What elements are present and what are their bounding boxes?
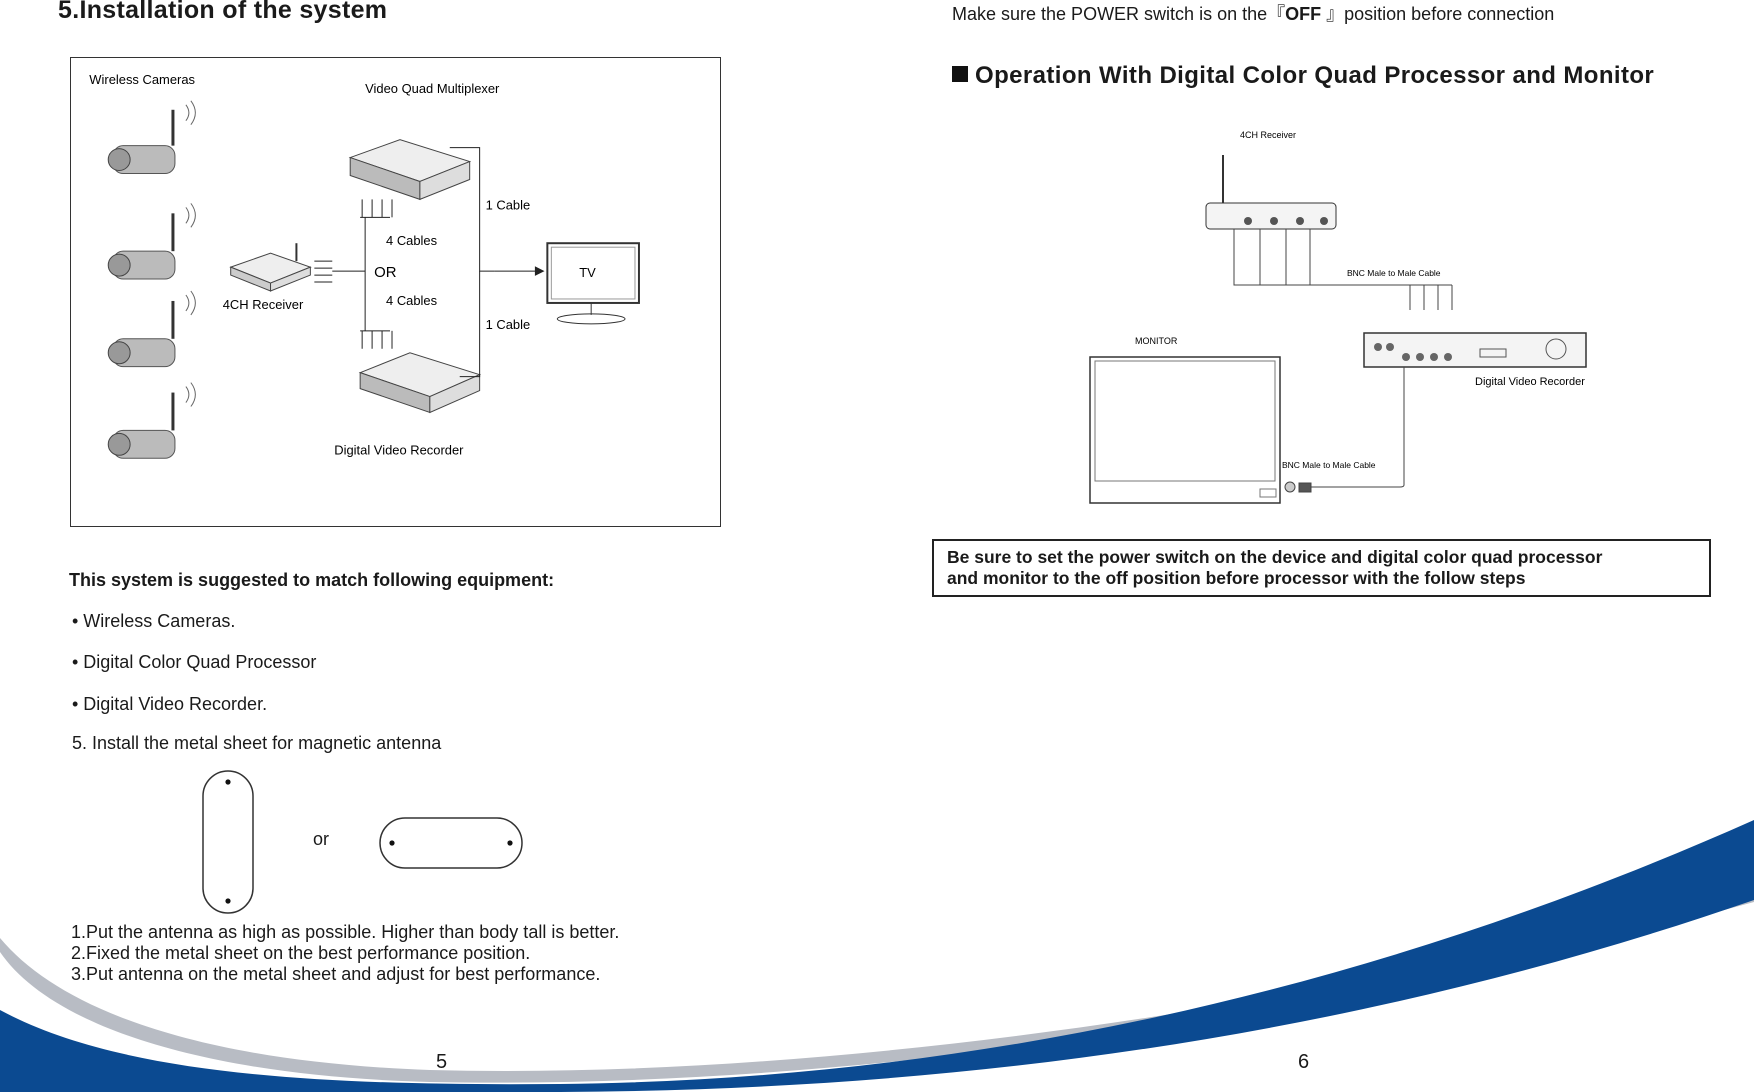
label-4ch-receiver: 4CH Receiver bbox=[223, 297, 304, 312]
label-video-quad-multiplexer: Video Quad Multiplexer bbox=[365, 81, 500, 96]
page-title-installation: 5.Installation of the system bbox=[58, 0, 388, 24]
label-dvr: Digital Video Recorder bbox=[1475, 376, 1585, 388]
step-3: 3.Put antenna on the metal sheet and adj… bbox=[71, 964, 601, 984]
install-metal-sheet-step: 5. Install the metal sheet for magnetic … bbox=[72, 733, 442, 753]
or-label: or bbox=[313, 829, 330, 849]
operation-heading-text: Operation With Digital Color Quad Proces… bbox=[975, 62, 1655, 89]
camera-icon bbox=[107, 290, 196, 368]
installation-diagram: Wireless Cameras Video Quad Multiplexer bbox=[70, 57, 721, 527]
bnc-cables-top bbox=[1233, 229, 1453, 310]
page-number-right: 6 bbox=[1298, 1051, 1310, 1073]
dvr-icon bbox=[358, 352, 482, 414]
step-1: 1.Put the antenna as high as possible. H… bbox=[71, 922, 620, 942]
camera-icon bbox=[107, 203, 196, 280]
metal-sheet-vertical bbox=[202, 770, 254, 914]
label-tv: TV bbox=[579, 265, 596, 280]
label-4-cables-top: 4 Cables bbox=[386, 233, 437, 248]
bullet-dvr: • Digital Video Recorder. bbox=[72, 694, 268, 714]
antenna-steps: 1.Put the antenna as high as possible. H… bbox=[71, 922, 619, 985]
monitor-icon bbox=[1089, 356, 1281, 504]
power-off-note: Make sure the POWER switch is on the『OFF… bbox=[952, 0, 1554, 26]
equipment-heading: This system is suggested to match follow… bbox=[69, 570, 555, 590]
bnc-cable-bottom bbox=[1284, 367, 1405, 493]
label-or: OR bbox=[374, 264, 397, 281]
receiver-output-lines bbox=[314, 216, 391, 332]
label-bnc-cable-top: BNC Male to Male Cable bbox=[1347, 268, 1441, 278]
step-2: 2.Fixed the metal sheet on the best perf… bbox=[71, 943, 531, 963]
metal-sheet-shapes bbox=[202, 770, 523, 914]
label-4-cables-bottom: 4 Cables bbox=[386, 293, 437, 308]
operation-heading: Operation With Digital Color Quad Proces… bbox=[952, 62, 1654, 90]
bullet-wireless-cameras: • Wireless Cameras. bbox=[72, 611, 236, 631]
receiver-icon bbox=[1205, 155, 1337, 230]
quad-processor-diagram: 4CH Receiver BNC Male to Male Cable Digi… bbox=[1070, 125, 1630, 515]
tv-cable-lines bbox=[449, 147, 545, 378]
label-bnc-cable-bottom: BNC Male to Male Cable bbox=[1282, 460, 1376, 470]
label-monitor: MONITOR bbox=[1135, 336, 1178, 346]
label-4ch-receiver: 4CH Receiver bbox=[1240, 130, 1296, 140]
multiplexer-input-arrows bbox=[361, 199, 393, 218]
tv-icon bbox=[546, 242, 640, 325]
power-warning-box: Be sure to set the power switch on the d… bbox=[932, 539, 1711, 597]
square-bullet-icon bbox=[952, 66, 968, 82]
label-1-cable-bottom: 1 Cable bbox=[486, 317, 531, 332]
bullet-quad-processor: • Digital Color Quad Processor bbox=[72, 652, 317, 672]
metal-sheet-horizontal bbox=[379, 817, 523, 869]
label-wireless-cameras: Wireless Cameras bbox=[89, 72, 195, 87]
dvr-input-arrows bbox=[361, 330, 393, 349]
power-note-off: OFF bbox=[1285, 4, 1322, 24]
quad-processor-diagram-svg: 4CH Receiver BNC Male to Male Cable Digi… bbox=[1089, 130, 1587, 504]
wave-blue-band bbox=[0, 820, 1754, 1092]
camera-icon bbox=[107, 382, 196, 459]
page-number-left: 5 bbox=[436, 1051, 448, 1073]
warning-line-1: Be sure to set the power switch on the d… bbox=[947, 547, 1603, 567]
installation-diagram-svg: Wireless Cameras Video Quad Multiplexer bbox=[89, 72, 640, 459]
camera-icon bbox=[107, 100, 196, 175]
label-1-cable-top: 1 Cable bbox=[486, 197, 531, 212]
receiver-icon bbox=[229, 243, 312, 292]
dvr-icon bbox=[1363, 332, 1587, 368]
label-digital-video-recorder: Digital Video Recorder bbox=[334, 442, 464, 457]
power-note-before: Make sure the POWER switch is on the『 bbox=[952, 4, 1286, 24]
power-note-after: 』position before connection bbox=[1321, 4, 1555, 24]
multiplexer-icon bbox=[348, 139, 472, 201]
warning-line-2: and monitor to the off position before p… bbox=[947, 568, 1526, 588]
